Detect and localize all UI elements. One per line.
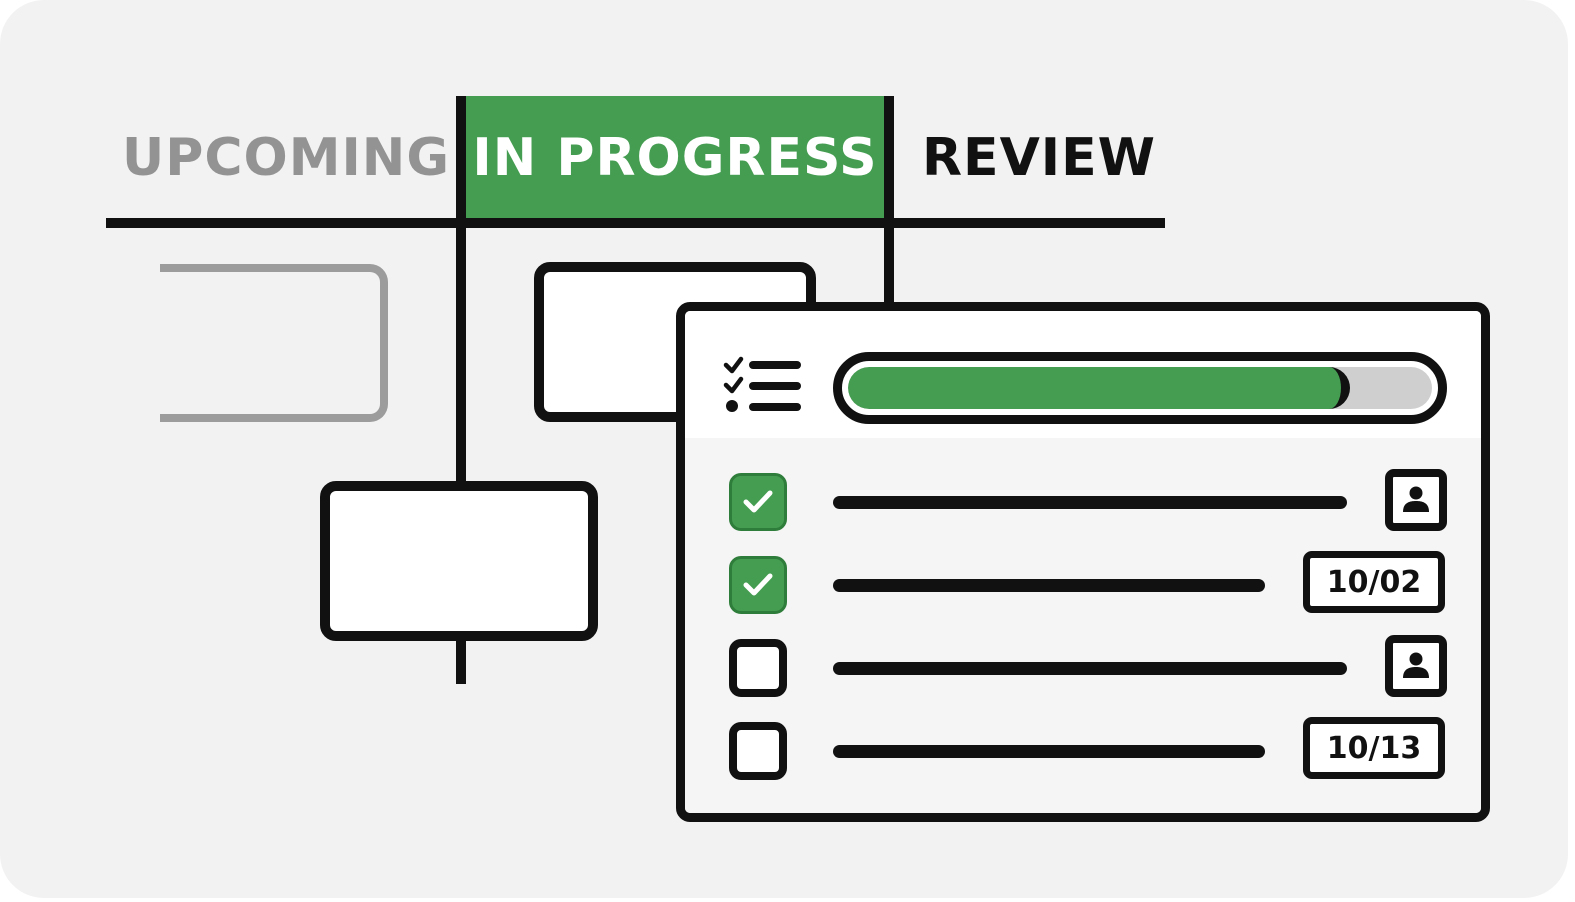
task-item	[685, 633, 1481, 703]
task-checkbox[interactable]	[729, 639, 787, 697]
tab-review[interactable]: REVIEW	[922, 128, 1157, 188]
column-divider-right	[884, 96, 894, 306]
task-progress-bar	[833, 352, 1447, 424]
task-checkbox[interactable]	[729, 556, 787, 614]
tab-in-progress[interactable]: IN PROGRESS	[466, 96, 884, 220]
task-detail-panel: 10/02 10/13	[676, 302, 1490, 822]
ghost-card-upcoming	[160, 264, 388, 422]
task-progress-fill	[848, 367, 1351, 409]
task-title-placeholder	[833, 496, 1347, 509]
task-checkbox[interactable]	[729, 722, 787, 780]
check-icon	[743, 573, 773, 596]
task-list: 10/02 10/13	[685, 438, 1481, 813]
column-divider-left	[456, 96, 466, 684]
task-item	[685, 467, 1481, 537]
checklist-icon	[723, 356, 801, 412]
header-divider	[106, 218, 1165, 228]
task-item: 10/13	[685, 716, 1481, 786]
due-date-badge[interactable]: 10/02	[1303, 551, 1445, 613]
assignee-avatar[interactable]	[1385, 635, 1447, 697]
assignee-avatar[interactable]	[1385, 469, 1447, 531]
task-title-placeholder	[833, 662, 1347, 675]
check-icon	[743, 490, 773, 513]
task-card-dragging[interactable]	[320, 481, 598, 641]
tab-upcoming[interactable]: UPCOMING	[122, 128, 450, 188]
person-icon	[1403, 652, 1429, 678]
due-date-badge[interactable]: 10/13	[1303, 717, 1445, 779]
task-checkbox[interactable]	[729, 473, 787, 531]
panel-header	[685, 311, 1481, 438]
task-title-placeholder	[833, 579, 1265, 592]
person-icon	[1403, 486, 1429, 512]
task-title-placeholder	[833, 745, 1265, 758]
task-item: 10/02	[685, 550, 1481, 620]
